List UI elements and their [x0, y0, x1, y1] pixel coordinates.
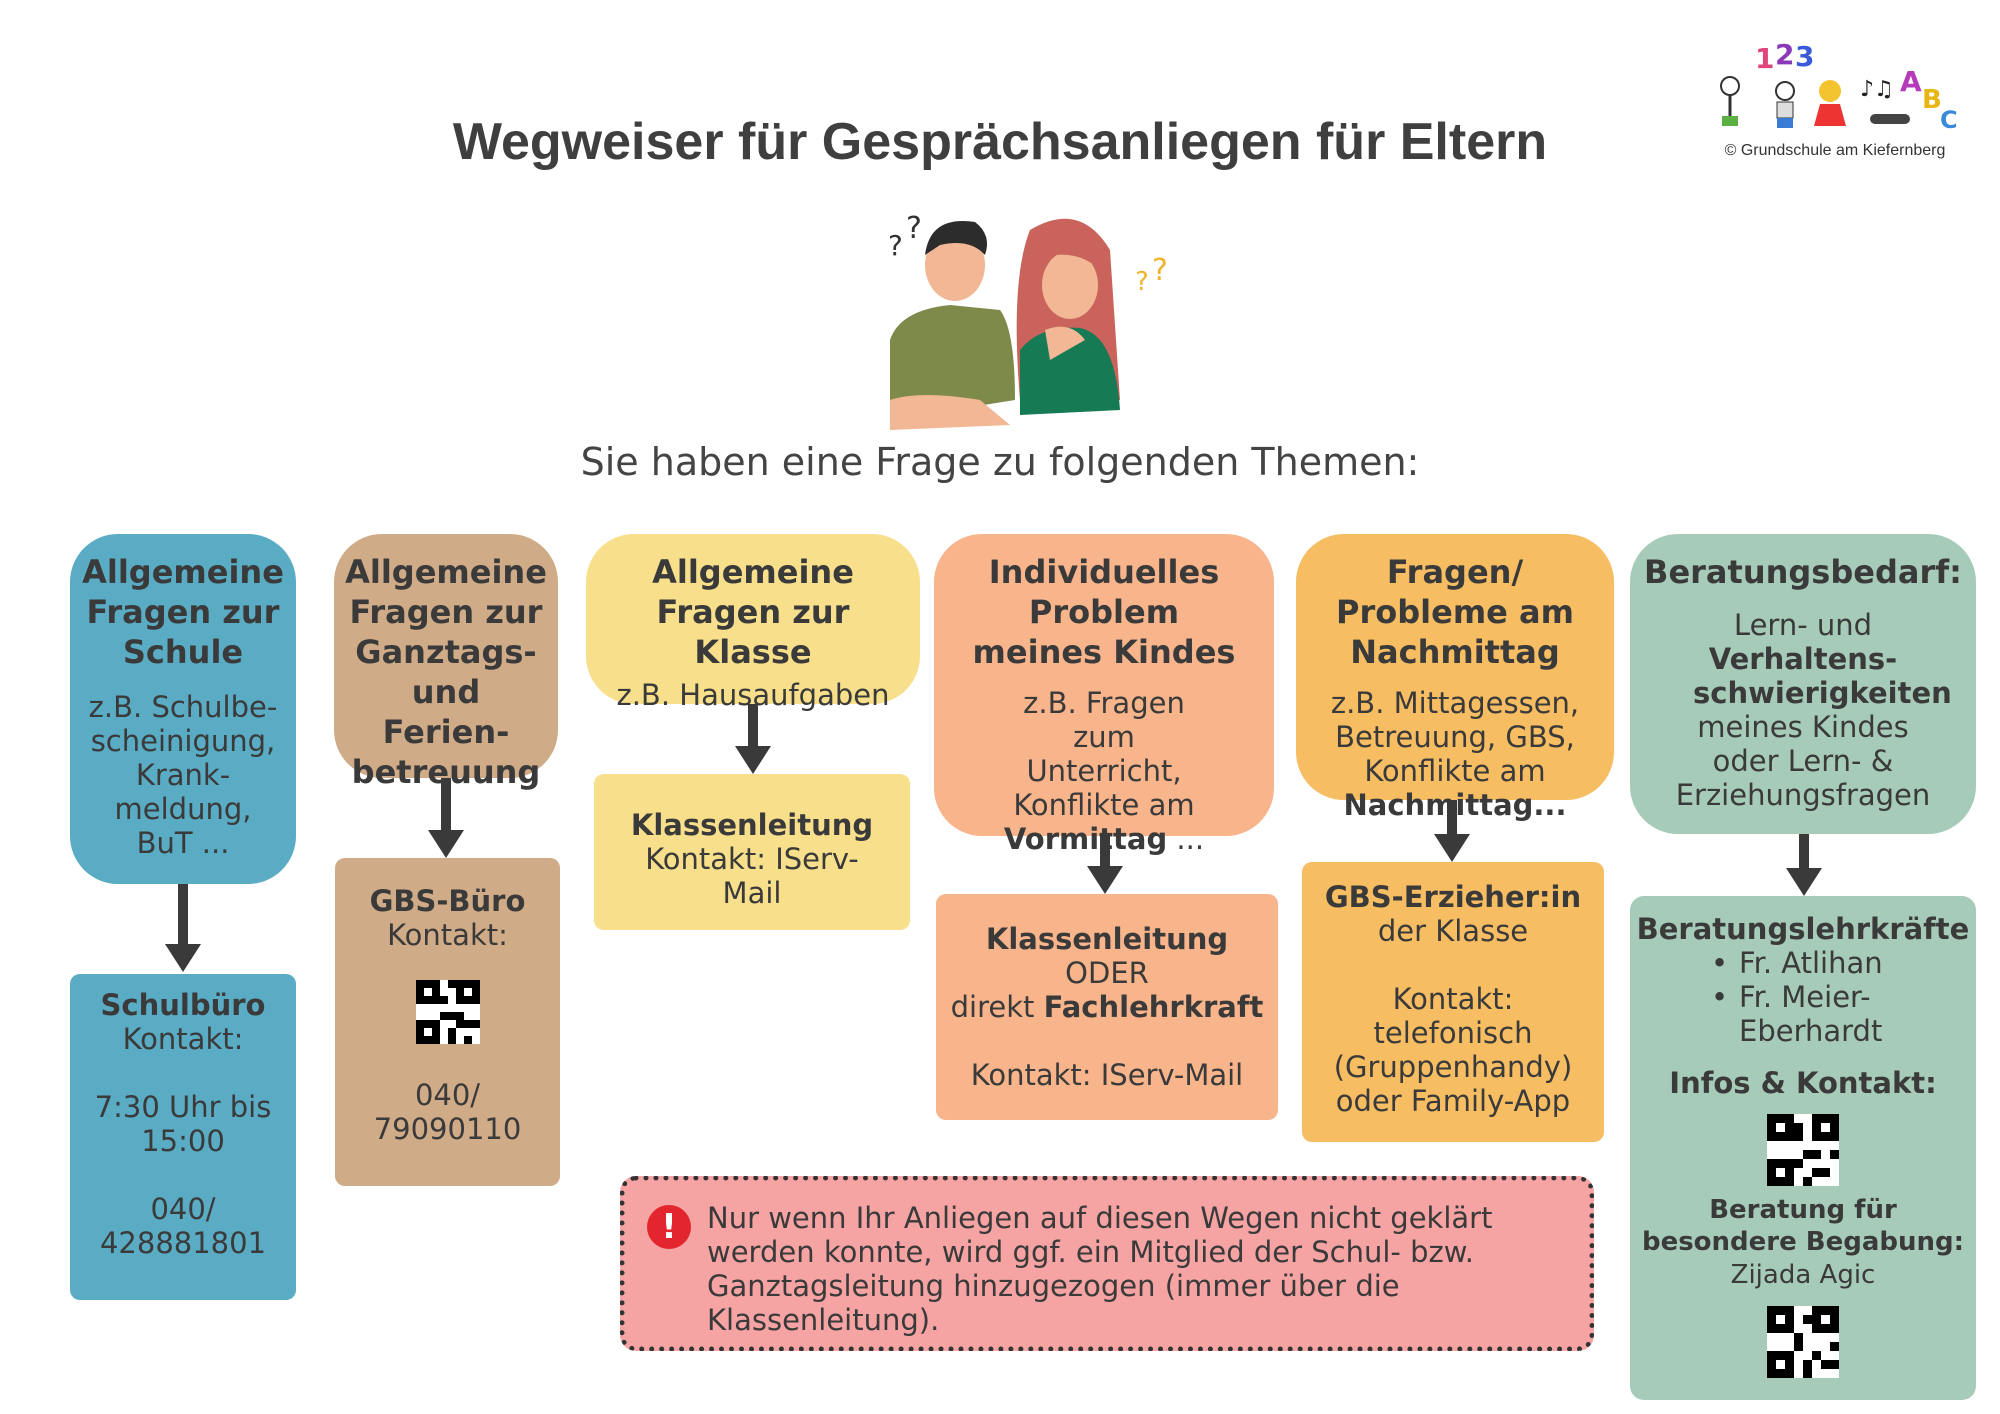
svg-text:1: 1 [1755, 42, 1774, 75]
special-counseling-title: Beratung für besondere Begabung: [1641, 1195, 1965, 1257]
special-counseling-name: Zijada Agic [1730, 1260, 1876, 1290]
arrow-down-icon [1786, 834, 1822, 896]
exclamation-icon: ! [647, 1205, 691, 1249]
contact-title: GBS-Erzieher:in [1324, 880, 1582, 914]
topic-box-nachmittag: Fragen/ Probleme am Nachmittag z.B. Mitt… [1296, 534, 1614, 822]
svg-text:3: 3 [1795, 40, 1814, 73]
qr-code-icon[interactable] [1767, 1306, 1839, 1378]
contact-title: Beratungslehrkräfte [1636, 912, 1970, 946]
topic-text-main: z.B. Mittagessen, Betreuung, GBS, Konfli… [1330, 686, 1580, 788]
contact-subtitle: der Klasse [1377, 914, 1529, 948]
contact-title: Klassenleitung [630, 808, 874, 842]
contact-box-klassenleitung: Klassenleitung Kontakt: IServ- Mail [594, 774, 910, 930]
contact-title: Klassenleitung [985, 922, 1229, 956]
contact-label: Kontakt: telefonisch (Gruppenhandy) oder… [1333, 982, 1573, 1118]
topic-text-line1: Lern- und [1733, 608, 1873, 642]
topic-text: z.B. Schulbe- scheinigung, Krank- meldun… [88, 690, 278, 860]
topic-text-line2: meines Kindes oder Lern- & Erziehungsfra… [1675, 710, 1931, 812]
counselor-item: Fr. Meier- Eberhardt [1703, 980, 1903, 1048]
qr-code-icon[interactable] [1767, 1114, 1839, 1186]
svg-text:A: A [1900, 65, 1922, 98]
contact-box-gbs-erzieher: GBS-Erzieher:in der Klasse Kontakt: tele… [1302, 862, 1604, 1142]
topic-box-beratung: Beratungsbedarf: Lern- und Verhaltens- s… [1630, 534, 1976, 834]
contact-phone: 040/ 428881801 [99, 1192, 267, 1260]
logo-graphic: 1 2 3 ♪♫ A B C [1720, 38, 1958, 134]
svg-text:2: 2 [1775, 38, 1794, 71]
arrow-down-icon [165, 884, 201, 972]
topic-title: Fragen/ Probleme am Nachmittag [1336, 553, 1574, 671]
arrow-down-icon [735, 704, 771, 774]
topic-text-tail: ... [1167, 822, 1205, 856]
topic-title: Individuelles Problem meines Kindes [972, 553, 1236, 671]
topic-text: Lern- und Verhaltens- schwierigkeiten me… [1653, 608, 1953, 812]
svg-text:B: B [1922, 85, 1942, 115]
contact-alternative-prefix: direkt [950, 990, 1044, 1024]
svg-text:?: ? [1152, 253, 1168, 288]
arrow-down-icon [428, 778, 464, 858]
contact-or: ODER [1065, 956, 1149, 990]
svg-text:C: C [1940, 106, 1958, 134]
counselor-item: Fr. Atlihan [1703, 946, 1903, 980]
topic-text-main: z.B. Fragen zum Unterricht, Konflikte am [1013, 686, 1195, 822]
contact-box-beratungslehrkraefte: Beratungslehrkräfte Fr. Atlihan Fr. Meie… [1630, 896, 1976, 1400]
contact-title: GBS-Büro [369, 884, 526, 918]
topic-text-bold: Verhaltens- schwierigkeiten [1693, 642, 1952, 710]
contact-label: Kontakt: [387, 918, 508, 952]
page-subtitle: Sie haben eine Frage zu folgenden Themen… [580, 440, 1420, 484]
topic-title: Allgemeine Fragen zur Klasse [652, 553, 854, 671]
svg-text:?: ? [888, 229, 903, 262]
contact-alternative: direkt Fachlehrkraft [951, 990, 1264, 1024]
topic-title: Allgemeine Fragen zur Ganztags- und Feri… [345, 553, 547, 791]
topic-title: Allgemeine Fragen zur Schule [82, 553, 284, 671]
counselor-list: Fr. Atlihan Fr. Meier- Eberhardt [1703, 946, 1903, 1048]
topic-box-individuell: Individuelles Problem meines Kindes z.B.… [934, 534, 1274, 856]
qr-code-icon[interactable] [415, 980, 480, 1044]
logo-caption: © Grundschule am Kiefernberg [1724, 142, 1946, 159]
contact-phone: 040/ 79090110 [373, 1078, 522, 1146]
contact-label: Kontakt: IServ- Mail [645, 842, 859, 910]
contact-hours: 7:30 Uhr bis 15:00 [94, 1090, 272, 1158]
svg-text:♪♫: ♪♫ [1860, 77, 1894, 102]
contact-label: Kontakt: IServ-Mail [970, 1058, 1244, 1092]
contact-title: Schulbüro [100, 988, 266, 1022]
topic-text: z.B. Fragen zum Unterricht, Konflikte am… [994, 686, 1214, 856]
warning-text: Nur wenn Ihr Anliegen auf diesen Wegen n… [707, 1201, 1493, 1337]
arrow-down-icon [1434, 800, 1470, 862]
topic-title: Beratungsbedarf: [1644, 553, 1962, 591]
arrow-down-icon [1087, 836, 1123, 894]
warning-note: ! Nur wenn Ihr Anliegen auf diesen Wegen… [620, 1176, 1594, 1351]
topic-box-klasse: Allgemeine Fragen zur Klasse z.B. Hausau… [586, 534, 920, 712]
school-logo: 1 2 3 ♪♫ A B C © Grundschule am Kiefernb… [1700, 36, 1970, 166]
topic-box-ganztag: Allgemeine Fragen zur Ganztags- und Feri… [334, 534, 558, 791]
thinking-people-illustration: ? ? ? ? [880, 200, 1180, 440]
contact-box-gbs-buero: GBS-Büro Kontakt: 040/ 79090110 [335, 858, 560, 1186]
topic-box-schule: Allgemeine Fragen zur Schule z.B. Schulb… [70, 534, 296, 884]
contact-box-fachlehrkraft: Klassenleitung ODER direkt Fachlehrkraft… [936, 894, 1278, 1120]
topic-text: z.B. Mittagessen, Betreuung, GBS, Konfli… [1330, 686, 1580, 822]
svg-text:?: ? [1135, 267, 1149, 297]
contact-box-schulbuero: Schulbüro Kontakt: 7:30 Uhr bis 15:00 04… [70, 974, 296, 1300]
contact-alternative-bold: Fachlehrkraft [1043, 990, 1264, 1024]
page-title: Wegweiser für Gesprächsanliegen für Elte… [452, 113, 1548, 171]
info-contact-title: Infos & Kontakt: [1669, 1066, 1937, 1100]
topic-text-bold: Vormittag [1003, 822, 1168, 856]
svg-text:?: ? [906, 211, 922, 246]
contact-label: Kontakt: [122, 1022, 244, 1056]
